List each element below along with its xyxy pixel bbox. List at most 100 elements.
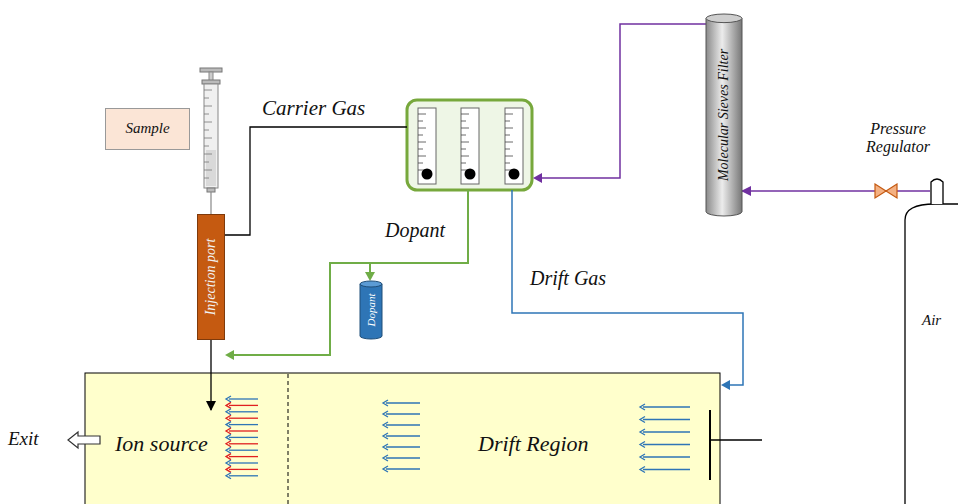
flow-arrow	[643, 469, 690, 470]
molecular-sieves-filter: Molecular Sieves Filter	[706, 14, 742, 216]
syringe-tick	[204, 154, 212, 155]
flow-arrow-head	[226, 434, 231, 440]
node-label: Drift Region	[478, 431, 589, 456]
dopant-branch-arrowhead	[365, 272, 375, 281]
flowmeter-tick	[461, 156, 469, 157]
flowmeter-tick	[461, 114, 469, 115]
node-label: Air	[922, 312, 941, 329]
dopant-arrowhead	[225, 350, 234, 360]
gas-flow-arrows	[226, 396, 690, 479]
flow-arrow-head	[226, 415, 231, 421]
flow-arrow-head	[383, 422, 388, 428]
collector-wire	[710, 439, 762, 441]
syringe-tick	[204, 106, 212, 107]
flow-arrow-head	[226, 396, 231, 402]
flowmeter-tick	[461, 149, 466, 150]
syringe-tick	[204, 146, 209, 147]
flow-arrow	[643, 444, 690, 445]
flow-arrow-head	[226, 422, 231, 428]
node-label: Molecular Sieves Filter	[716, 49, 732, 181]
syringe-tick	[204, 170, 212, 171]
dopant-label: Dopant	[385, 219, 445, 242]
drift-tube	[85, 373, 720, 504]
flow-arrow	[229, 475, 258, 476]
drift-gas-line	[512, 190, 743, 385]
flow-arrow	[229, 456, 258, 457]
flow-arrow	[229, 418, 258, 419]
exit-arrow	[68, 432, 100, 448]
flow-arrow	[229, 411, 258, 412]
flow-arrow	[643, 431, 690, 432]
flowmeter-tick	[505, 135, 510, 136]
dopant-branch	[369, 263, 371, 273]
flow-arrow	[386, 402, 420, 403]
flow-arrow-head	[226, 447, 231, 453]
syringe-tick	[204, 130, 209, 131]
flowmeter-tick	[418, 121, 423, 122]
cylinder-body	[706, 18, 742, 216]
flowmeter-tick	[505, 156, 513, 157]
flow-arrow	[643, 456, 690, 457]
drift-region: Drift Region	[288, 373, 720, 504]
flow-arrow	[643, 406, 690, 407]
flowmeter-tick	[505, 114, 513, 115]
flow-arrow-head	[226, 466, 231, 472]
syringe-tick	[204, 178, 209, 179]
flowmeter-tick	[461, 121, 466, 122]
flow-arrow	[229, 398, 258, 399]
tank-body	[905, 204, 958, 504]
flow-arrow	[386, 424, 420, 425]
flowmeter-tick	[418, 156, 426, 157]
flow-arrow	[643, 419, 690, 420]
flow-arrow-head	[226, 473, 231, 479]
drift-gas-arrowhead	[721, 380, 730, 390]
flowmeter-tick	[418, 163, 423, 164]
exit-label: Exit	[8, 428, 39, 450]
flowmeter-tick	[418, 135, 423, 136]
flow-arrow-head	[383, 400, 388, 406]
flow-arrow	[386, 457, 420, 458]
node-label: Ion source	[115, 431, 208, 456]
flowmeter-tick	[461, 163, 466, 164]
flow-arrow-head	[640, 404, 645, 410]
flow-arrow-head	[226, 460, 231, 466]
syringe-tick	[204, 122, 212, 123]
filtered-air-arrowhead	[533, 173, 542, 183]
pressure-regulator	[875, 184, 897, 198]
flow-arrow	[386, 435, 420, 436]
air-cylinder-shape	[905, 176, 958, 504]
syringe	[200, 68, 222, 214]
flowmeter-tick	[418, 128, 426, 129]
cylinder-top	[360, 281, 382, 287]
syringe-tick	[204, 114, 209, 115]
flowmeter-tick	[461, 135, 466, 136]
air-cylinder: Air	[905, 176, 958, 504]
flowmeter-tick	[461, 128, 469, 129]
carrier-gas-label: Carrier Gas	[262, 96, 365, 120]
node-label: Dopant	[365, 294, 378, 327]
flow-arrow	[386, 413, 420, 414]
flow-arrow	[229, 443, 258, 444]
tank-valve	[931, 179, 943, 204]
flow-arrow	[229, 469, 258, 470]
flow-arrow	[229, 437, 258, 438]
flow-arrow-head	[383, 455, 388, 461]
carrier-gas-line	[225, 127, 407, 235]
node-label: Sample	[125, 120, 169, 137]
connector	[742, 190, 930, 192]
pressure-regulator-label: Pressure Regulator	[848, 120, 948, 157]
dopant-line	[233, 190, 468, 355]
drift-gas-label: Drift Gas	[530, 267, 606, 290]
flowmeter-tick	[505, 128, 513, 129]
flowmeter-tick	[505, 163, 510, 164]
flow-arrow-head	[383, 433, 388, 439]
flowmeter-tick	[418, 149, 423, 150]
flow-arrow	[386, 446, 420, 447]
flow-arrow-head	[640, 442, 645, 448]
collector-plate	[709, 410, 711, 480]
flowmeter	[407, 100, 532, 190]
sample-box: Sample	[105, 108, 190, 150]
flow-arrow-head	[383, 466, 388, 472]
